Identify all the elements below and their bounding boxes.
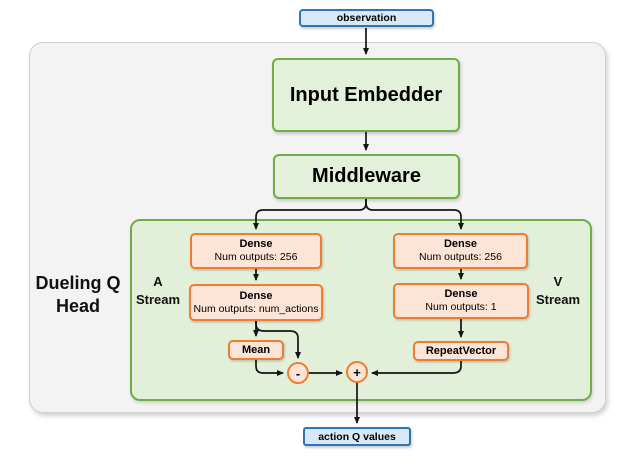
v-stream-label-line2: Stream [535,292,581,307]
add-label: + [353,364,361,380]
a-dense-2-title: Dense [239,289,273,302]
middleware-label: Middleware [312,165,421,187]
v-stream-label-line1: V [553,274,563,289]
subtract-node: - [287,362,309,384]
a-dense-2-subtitle: Num outputs: num_actions [193,302,319,315]
a-stream-label: A Stream [128,273,188,309]
dueling-head-label: Dueling Q Head [22,272,134,318]
action-q-values-node: action Q values [303,427,411,446]
input-embedder-label: Input Embedder [289,83,443,106]
a-dense-1-subtitle: Num outputs: 256 [214,251,298,263]
input-embedder-node: Input Embedder [272,58,460,132]
subtract-label: - [295,365,301,381]
a-dense-1-title: Dense [239,238,273,250]
mean-label: Mean [241,344,271,356]
a-stream-label-line2: Stream [135,292,181,307]
dueling-head-label-line2: Head [55,296,100,316]
v-dense-2-subtitle: Num outputs: 1 [425,301,497,313]
a-dense-2-node: Dense Num outputs: num_actions [189,284,323,321]
mean-node: Mean [228,340,284,360]
v-dense-1-subtitle: Num outputs: 256 [419,251,502,263]
a-stream-label-line1: A [153,274,163,289]
observation-label: observation [336,12,397,24]
dueling-head-label-line1: Dueling Q [35,273,121,293]
v-stream-label: V Stream [527,273,589,309]
add-node: + [346,361,368,383]
v-dense-2-title: Dense [444,288,478,300]
repeat-vector-node: RepeatVector [413,341,509,361]
v-dense-1-node: Dense Num outputs: 256 [393,233,528,269]
v-dense-2-node: Dense Num outputs: 1 [393,283,529,319]
v-dense-1-title: Dense [443,238,478,250]
action-q-values-label: action Q values [318,430,396,443]
observation-node: observation [299,9,434,27]
repeat-vector-label: RepeatVector [425,345,497,357]
a-dense-1-node: Dense Num outputs: 256 [190,233,322,269]
middleware-node: Middleware [273,154,460,199]
